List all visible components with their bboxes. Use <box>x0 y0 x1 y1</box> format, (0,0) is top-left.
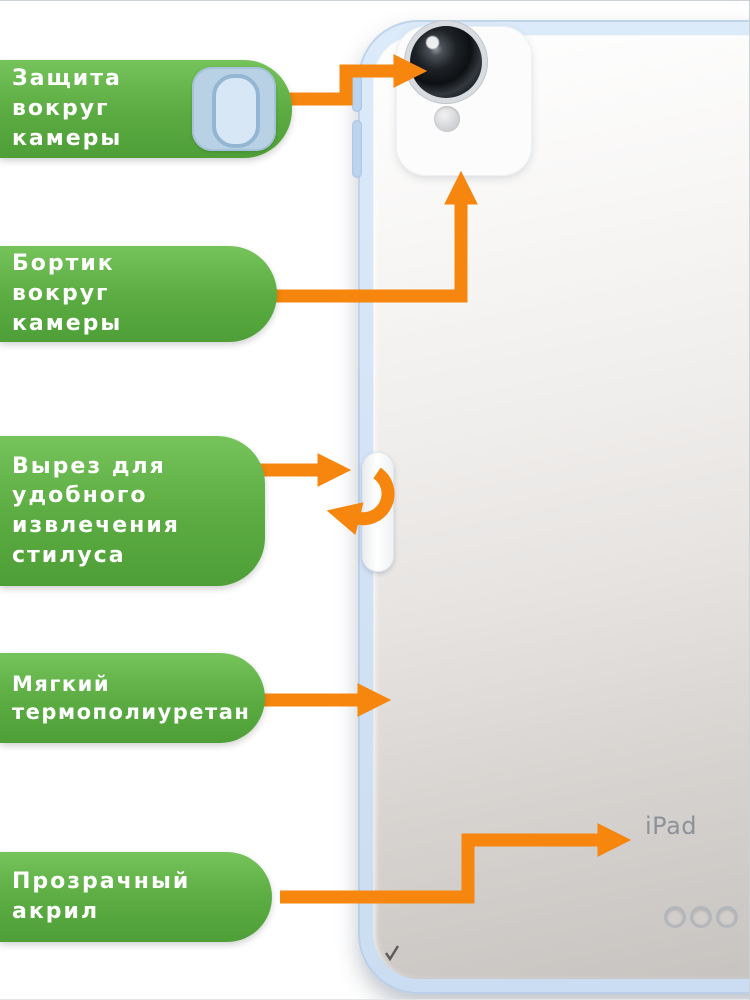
camera-module <box>396 26 532 176</box>
callout-camera-protection-text: Защита вокруг камеры <box>12 66 123 151</box>
callout-camera-rim: Бортик вокруг камеры <box>0 246 277 342</box>
camera-cover-graphic <box>192 67 276 151</box>
callout-clear-acrylic: Прозрачный акрил <box>0 852 272 942</box>
camera-lens <box>410 26 482 98</box>
callout-soft-tpu-text: Мягкий термополиуретан <box>12 671 251 724</box>
acrylic-back-panel <box>373 35 750 979</box>
tablet-case: iPad <box>352 20 750 994</box>
speaker-hole <box>664 906 686 928</box>
callout-stylus-cutout: Вырез для удобного извлечения стилуса <box>0 436 265 586</box>
camera-flash <box>434 106 460 132</box>
lens-glint <box>426 36 439 49</box>
callout-stylus-cutout-text: Вырез для удобного извлечения стилуса <box>12 453 180 568</box>
callout-soft-tpu: Мягкий термополиуретан <box>0 653 265 743</box>
camera-cover-hole <box>212 74 260 148</box>
power-button <box>352 66 362 112</box>
callout-camera-rim-text: Бортик вокруг камеры <box>12 251 123 336</box>
speaker-hole <box>690 906 712 928</box>
stylus-in-cutout <box>362 452 394 572</box>
ipad-logo: iPad <box>645 812 698 840</box>
speaker-hole <box>716 906 738 928</box>
engraving-mark <box>385 945 400 962</box>
callout-clear-acrylic-text: Прозрачный акрил <box>12 869 191 924</box>
volume-buttons <box>352 120 362 178</box>
callout-camera-protection: Защита вокруг камеры <box>0 60 292 158</box>
